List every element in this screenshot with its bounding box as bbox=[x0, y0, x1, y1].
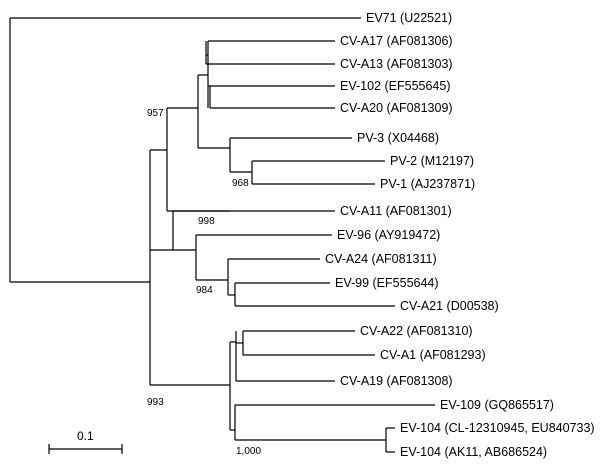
taxon-label-cva19: CV-A19 (AF081308) bbox=[340, 374, 453, 388]
taxon-label-ev96: EV-96 (AY919472) bbox=[337, 228, 440, 242]
taxon-label-cva13: CV-A13 (AF081303) bbox=[340, 57, 453, 71]
bootstrap-984: 984 bbox=[196, 285, 213, 296]
taxon-label-ev104b: EV-104 (AK11, AB686524) bbox=[400, 445, 547, 459]
taxon-label-ev102: EV-102 (EF555645) bbox=[340, 79, 451, 93]
taxon-labels: EV71 (U22521) CV-A17 (AF081306) CV-A13 (… bbox=[325, 11, 595, 459]
scale-bar-label: 0.1 bbox=[77, 429, 94, 443]
tree-branches bbox=[9, 17, 435, 453]
taxon-label-cva11: CV-A11 (AF081301) bbox=[340, 204, 452, 218]
taxon-label-pv1: PV-1 (AJ237871) bbox=[380, 177, 475, 191]
taxon-label-cva20: CV-A20 (AF081309) bbox=[340, 101, 453, 115]
taxon-label-pv2: PV-2 (M12197) bbox=[390, 154, 474, 168]
bootstrap-1000: 1,000 bbox=[236, 446, 261, 457]
bootstrap-values: 957 998 968 984 993 1,000 bbox=[147, 108, 261, 457]
bootstrap-968: 968 bbox=[232, 178, 249, 189]
taxon-label-ev71: EV71 (U22521) bbox=[366, 11, 452, 25]
taxon-label-pv3: PV-3 (X04468) bbox=[357, 131, 439, 145]
taxon-label-ev99: EV-99 (EF555644) bbox=[335, 276, 439, 290]
taxon-label-cva24: CV-A24 (AF081311) bbox=[325, 252, 437, 266]
taxon-label-cva22: CV-A22 (AF081310) bbox=[360, 324, 473, 338]
taxon-label-cva1: CV-A1 (AF081293) bbox=[380, 348, 486, 362]
taxon-label-ev109: EV-109 (GQ865517) bbox=[440, 398, 554, 412]
taxon-label-cva21: CV-A21 (D00538) bbox=[400, 299, 499, 313]
taxon-label-cva17: CV-A17 (AF081306) bbox=[340, 34, 453, 48]
bootstrap-998: 998 bbox=[198, 216, 215, 227]
scale-bar: 0.1 bbox=[48, 429, 123, 454]
bootstrap-957: 957 bbox=[147, 108, 164, 119]
taxon-label-ev104a: EV-104 (CL-12310945, EU840733) bbox=[400, 421, 595, 435]
bootstrap-993: 993 bbox=[147, 397, 164, 408]
